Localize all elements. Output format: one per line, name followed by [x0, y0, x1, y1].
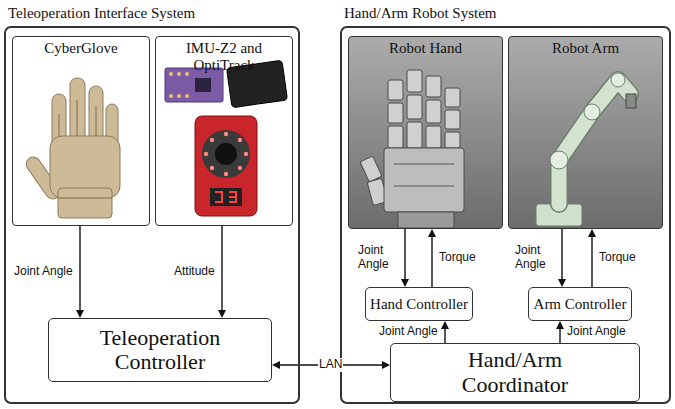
arrow-head — [272, 361, 280, 369]
device-box: IMU-Z2 and OptiTrack — [155, 36, 293, 226]
connector-line — [591, 236, 592, 287]
device-box: CyberGlove — [12, 36, 150, 226]
robot-box: Robot Hand — [348, 36, 503, 229]
connector-line — [404, 229, 405, 280]
connector-line — [559, 328, 560, 343]
robot-arm-picture — [509, 37, 663, 229]
arrow-head — [588, 229, 596, 237]
arrow-head — [558, 279, 566, 287]
controller-box: Teleoperation Controller — [48, 318, 272, 382]
system-panel: Teleoperation Interface SystemCyberGlove… — [4, 26, 300, 404]
text-holder: Teleoperation Controller — [49, 326, 271, 374]
arrow-head — [401, 279, 409, 287]
box-label: Hand Controller — [370, 296, 468, 313]
edge-label: Joint Angle — [514, 244, 556, 272]
edge-label: Joint Angle — [13, 265, 74, 279]
arrow-head — [428, 229, 436, 237]
box-title: IMU-Z2 and OptiTrack — [156, 37, 292, 74]
box-title: CyberGlove — [13, 37, 149, 57]
controller-box: Arm Controller — [528, 287, 632, 321]
arrow-head — [556, 321, 564, 329]
edge-label: Joint Angle — [378, 325, 439, 339]
edge-label: Attitude — [173, 265, 216, 279]
box-label: Hand/Arm Coordinator — [429, 348, 601, 396]
connector-line — [79, 226, 80, 311]
arrow-head — [76, 310, 84, 318]
connector-line — [444, 328, 445, 343]
robot-hand-picture — [349, 37, 503, 229]
edge-label: Torque — [598, 251, 637, 265]
box-label: Arm Controller — [534, 296, 627, 313]
panel-heading: Hand/Arm Robot System — [344, 5, 497, 22]
coordinator-box: Hand/Arm Coordinator — [390, 343, 640, 402]
controller-box: Hand Controller — [365, 287, 473, 321]
connector-line — [561, 229, 562, 280]
text-holder: Hand Controller — [367, 296, 471, 313]
edge-label: Torque — [438, 251, 477, 265]
connector-line — [431, 236, 432, 287]
arrow-head — [382, 361, 390, 369]
text-holder: Hand/Arm Coordinator — [391, 348, 639, 396]
glove-picture — [24, 78, 120, 218]
system-panel: Hand/Arm Robot SystemRobot HandRobot Arm… — [340, 26, 671, 404]
edge-label: LAN — [318, 358, 343, 372]
sensor-picture — [165, 60, 288, 216]
box-title: Robot Hand — [349, 37, 502, 57]
panel-heading: Teleoperation Interface System — [8, 5, 195, 22]
edge-label: Joint Angle — [357, 244, 399, 272]
text-holder: Arm Controller — [531, 296, 630, 313]
robot-box: Robot Arm — [508, 36, 663, 229]
edge-label: Joint Angle — [566, 325, 627, 339]
box-title: Robot Arm — [509, 37, 662, 57]
connector-line — [221, 226, 222, 311]
arrow-head — [218, 310, 226, 318]
arrow-head — [441, 321, 449, 329]
box-label: Teleoperation Controller — [79, 326, 241, 374]
